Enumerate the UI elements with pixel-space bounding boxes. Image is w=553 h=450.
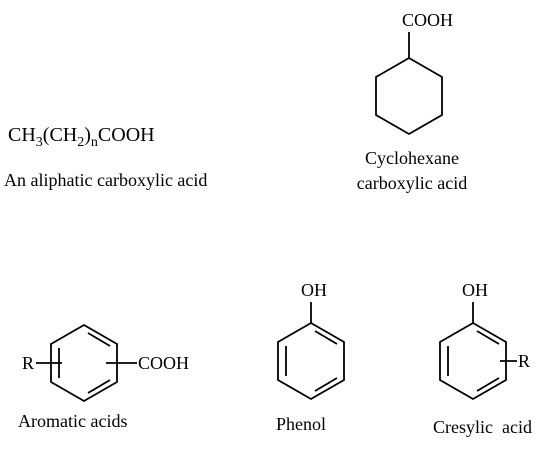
- formula-cooh: COOH: [98, 124, 155, 146]
- aromatic-caption: Aromatic acids: [18, 411, 127, 431]
- aromatic-double-bond-3: [87, 379, 111, 394]
- cyclohexane-ring: [375, 56, 443, 136]
- phenol-double-bond-3: [314, 377, 338, 392]
- aromatic-cooh-label: COOH: [138, 353, 189, 373]
- cresylic-acid: OH R Cresylic acid: [433, 280, 532, 437]
- formula-sub-3: 3: [36, 135, 43, 150]
- cyclohexane-caption-line2: carboxylic acid: [357, 173, 467, 193]
- aliphatic-caption: An aliphatic carboxylic acid: [4, 170, 207, 190]
- formula-ch: CH: [8, 124, 36, 146]
- aromatic-benzene-ring: [50, 323, 118, 403]
- formula-ch2-open: (CH: [43, 124, 77, 146]
- cyclohexane-cooh-label: COOH: [402, 10, 453, 30]
- aromatic-acid: R COOH Aromatic acids: [18, 323, 189, 431]
- cresylic-benzene-ring: [439, 321, 507, 401]
- aromatic-r-label: R: [22, 353, 34, 373]
- phenol-double-bond-2: [314, 330, 338, 345]
- aliphatic-acid: CH3(CH2)nCOOH An aliphatic carboxylic ac…: [4, 124, 207, 190]
- cresylic-r-label: R: [518, 351, 530, 371]
- cresylic-oh-label: OH: [462, 280, 488, 300]
- phenol-benzene-ring: [277, 321, 345, 401]
- aromatic-double-bond-2: [87, 332, 111, 347]
- phenol-oh-label: OH: [301, 280, 327, 300]
- aliphatic-formula: CH3(CH2)nCOOH: [8, 124, 155, 150]
- cresylic-double-bond-3: [476, 377, 500, 392]
- phenol-caption: Phenol: [276, 414, 326, 434]
- cresylic-caption: Cresylic acid: [433, 417, 532, 437]
- cyclohexane-acid: COOH Cyclohexane carboxylic acid: [357, 10, 467, 193]
- formula-close-paren: ): [84, 124, 91, 146]
- cresylic-double-bond-2: [476, 330, 500, 345]
- formula-sub-2: 2: [77, 135, 84, 150]
- phenol: OH Phenol: [276, 280, 345, 434]
- formula-sub-n: n: [91, 135, 98, 150]
- cyclohexane-caption-line1: Cyclohexane: [365, 148, 459, 168]
